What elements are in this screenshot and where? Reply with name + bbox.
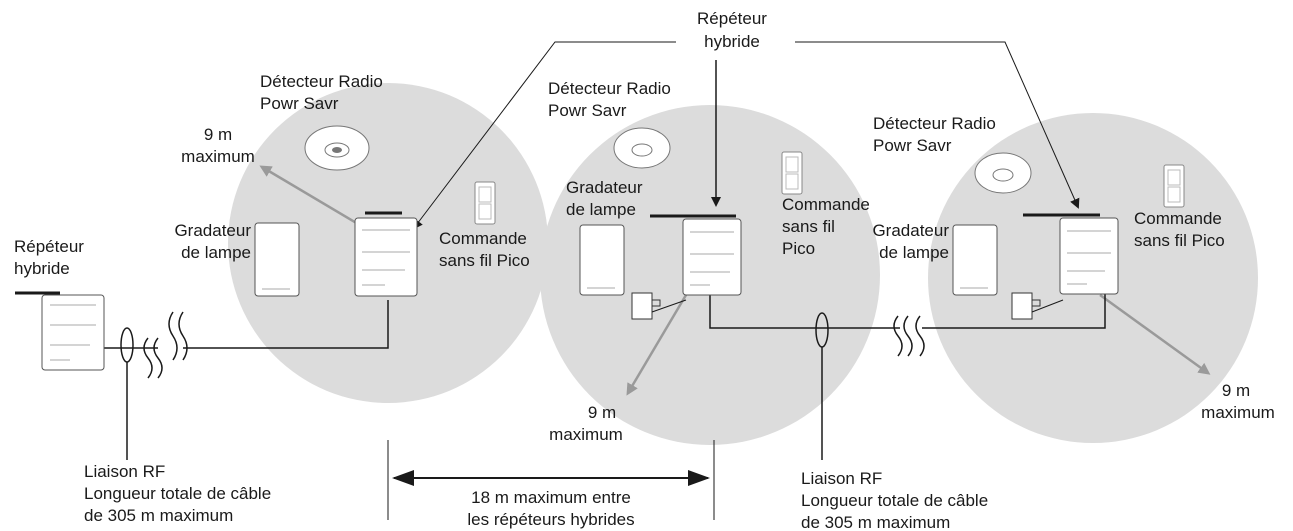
- label-rf-left-line2: Longueur totale de câble: [84, 484, 271, 503]
- label-range-middle-line1: 9 m: [588, 403, 616, 422]
- label-rf-left-line1: Liaison RF: [84, 462, 165, 481]
- lamp-dimmer-middle-icon: [579, 224, 625, 296]
- hybrid-repeater-middle-icon: [650, 214, 742, 296]
- label-pico-left-line2: sans fil Pico: [439, 251, 530, 270]
- label-pico-right-line1: Commande: [1134, 209, 1222, 228]
- power-supply-right-icon: [1011, 292, 1064, 320]
- label-range-left-line1: 9 m: [204, 125, 232, 144]
- pico-remote-left-icon: [474, 181, 496, 225]
- label-dimmer-left-line1: Gradateur: [174, 221, 251, 240]
- label-dimmer-middle-line1: Gradateur: [566, 178, 643, 197]
- label-repeater-left-line2: hybride: [14, 259, 70, 278]
- label-sensor-middle-line1: Détecteur Radio: [548, 79, 671, 98]
- cable-break-right-icon: [893, 315, 913, 357]
- label-range-middle-line2: maximum: [549, 425, 623, 444]
- cable-break-left-icon: [143, 337, 163, 379]
- sensor-left-icon: [304, 125, 370, 171]
- rf-link-marker-left: [120, 327, 134, 363]
- label-sensor-right-line1: Détecteur Radio: [873, 114, 996, 133]
- sensor-middle-icon: [613, 127, 671, 169]
- sensor-right-icon: [974, 152, 1032, 194]
- label-sensor-middle-line2: Powr Savr: [548, 101, 627, 120]
- pico-remote-middle-icon: [781, 151, 803, 195]
- pico-remote-right-icon: [1163, 164, 1185, 208]
- leader-to-repeater-left: [412, 41, 676, 230]
- cable-break-right2-icon: [915, 315, 925, 357]
- label-range-left-line2: maximum: [181, 147, 255, 166]
- label-rf-right-line2: Longueur totale de câble: [801, 491, 988, 510]
- label-rf-right-line3: de 305 m maximum: [801, 513, 950, 531]
- label-repeater-top-line1: Répéteur: [697, 9, 767, 28]
- hybrid-repeater-left-icon: [354, 211, 418, 297]
- range-arrow-right: [1099, 293, 1211, 375]
- hybrid-repeater-far-left: [15, 291, 105, 371]
- label-repeater-left-line1: Répéteur: [14, 237, 84, 256]
- label-pico-left-line1: Commande: [439, 229, 527, 248]
- power-supply-middle-icon: [631, 292, 687, 320]
- range-arrow-middle: [626, 294, 688, 396]
- label-dimmer-middle-line2: de lampe: [566, 200, 636, 219]
- cable-right: [709, 293, 1106, 329]
- label-sensor-left-line1: Détecteur Radio: [260, 72, 383, 91]
- leader-to-repeater-right: [795, 41, 1080, 209]
- label-pico-middle-line1: Commande: [782, 195, 870, 214]
- label-rf-left-line3: de 305 m maximum: [84, 506, 233, 525]
- label-sensor-right-line2: Powr Savr: [873, 136, 952, 155]
- hybrid-repeater-right-icon: [1023, 213, 1119, 295]
- label-repeater-top-line2: hybride: [704, 32, 760, 51]
- cable-break-left2-icon: [168, 311, 188, 361]
- label-dimmer-right-line1: Gradateur: [872, 221, 949, 240]
- label-range-right-line1: 9 m: [1222, 381, 1250, 400]
- label-pico-middle-line2: sans fil: [782, 217, 835, 236]
- lamp-dimmer-left-icon: [254, 222, 300, 297]
- label-pico-right-line2: sans fil Pico: [1134, 231, 1225, 250]
- label-rf-right-line1: Liaison RF: [801, 469, 882, 488]
- label-sensor-left-line2: Powr Savr: [260, 94, 339, 113]
- label-range-right-line2: maximum: [1201, 403, 1275, 422]
- label-dimmer-right-line2: de lampe: [879, 243, 949, 262]
- lamp-dimmer-right-icon: [952, 224, 998, 296]
- label-span-line2: les répéteurs hybrides: [467, 510, 634, 529]
- label-dimmer-left-line2: de lampe: [181, 243, 251, 262]
- label-pico-middle-line3: Pico: [782, 239, 815, 258]
- label-span-line1: 18 m maximum entre: [471, 488, 631, 507]
